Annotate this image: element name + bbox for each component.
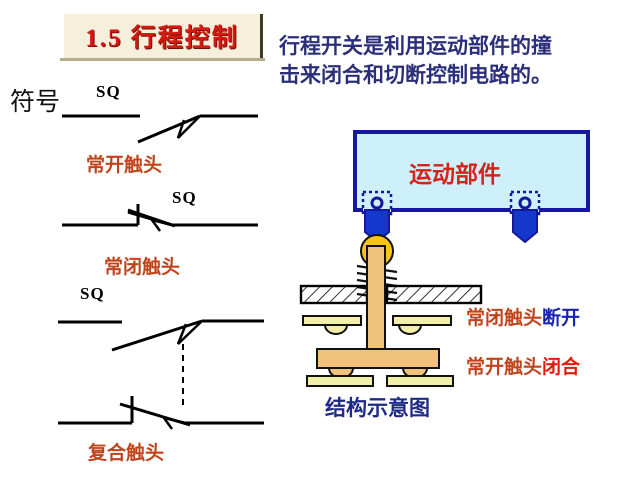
no-contact-symbol <box>62 114 258 144</box>
section-title-box: 1.5 行程控制 <box>64 14 263 58</box>
annotation-nc-state: 断开 <box>542 308 581 329</box>
nc-fixed-contact-right <box>392 315 452 335</box>
intro-paragraph: 行程开关是利用运动部件的撞 击来闭合和切断控制电路的。 <box>279 32 629 90</box>
no-fixed-contact-left <box>306 375 374 387</box>
mounting-plate-left <box>299 284 369 305</box>
moving-part-box <box>353 130 590 212</box>
symbols-panel-label: 符号 <box>10 89 61 116</box>
nc-contact-caption: 常闭触头 <box>104 257 181 278</box>
annotation-no-state: 闭合 <box>542 357 581 378</box>
structure-caption: 结构示意图 <box>325 396 430 420</box>
annotation-no-contact: 常开触头 <box>466 357 543 378</box>
changeover-contact-symbol <box>58 319 264 430</box>
moving-part-label: 运动部件 <box>409 162 501 187</box>
annotation-no: 常开触头闭合 <box>466 352 580 379</box>
intro-line-1: 行程开关是利用运动部件的撞 <box>279 34 552 58</box>
nc-contact-tag: SQ <box>172 188 197 207</box>
moving-contact-bridge <box>316 348 440 379</box>
nc-contact-symbol <box>62 204 258 232</box>
structure-schematic <box>299 130 590 387</box>
striker-right <box>509 190 541 244</box>
annotation-nc: 常闭触头断开 <box>466 303 580 330</box>
annotation-nc-contact: 常闭触头 <box>466 308 543 329</box>
page-title: 1.5 行程控制 <box>85 25 239 52</box>
title-underline <box>60 58 265 61</box>
intro-line-2: 击来闭合和切断控制电路的。 <box>279 63 552 87</box>
changeover-contact-caption: 复合触头 <box>88 443 165 464</box>
mounting-plate-right <box>385 284 483 305</box>
striker-left <box>361 190 393 244</box>
no-contact-tag: SQ <box>96 82 121 101</box>
changeover-contact-tag: SQ <box>80 284 105 303</box>
no-contact-caption: 常开触头 <box>86 155 163 176</box>
no-fixed-contact-right <box>386 375 454 387</box>
nc-fixed-contact-left <box>302 315 362 335</box>
